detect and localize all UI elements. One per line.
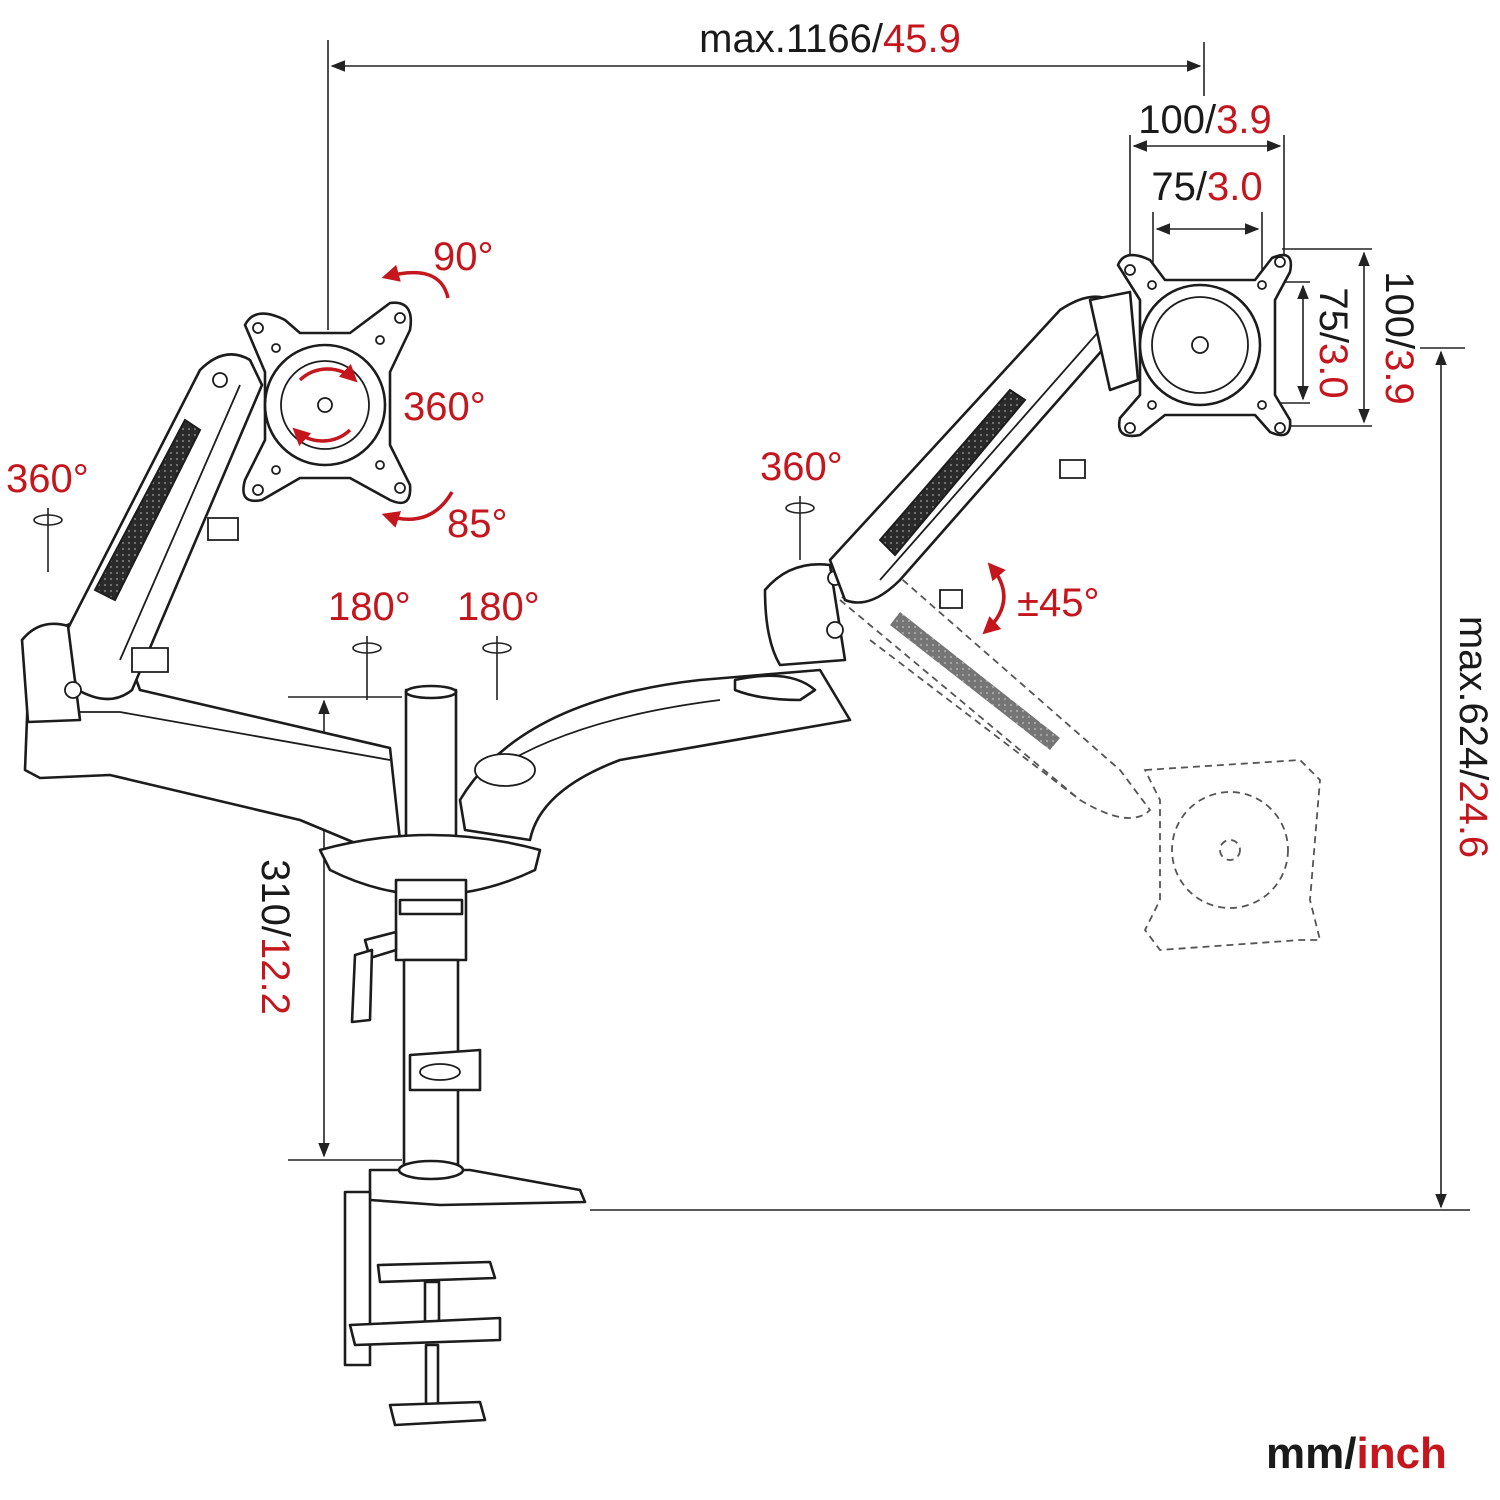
dimension-vesa-vertical: [1264, 248, 1372, 427]
left-swivel-indicator: [33, 508, 63, 572]
units-label: mm/inch: [1266, 1429, 1447, 1478]
arm-swivel-indicators: [352, 636, 512, 700]
vesa-outer-vertical-label: 100/3.9: [1377, 271, 1421, 404]
center-pole: [318, 684, 542, 1172]
height-adjust-arrow: [982, 562, 1006, 635]
vesa-outer-label: 100/3.9: [1138, 98, 1271, 142]
left-arm: [20, 353, 402, 847]
dimension-width: [327, 40, 1205, 330]
vesa-inner-vertical-label: 75/3.0: [1311, 287, 1355, 398]
dimension-vesa-inner: [1152, 212, 1263, 276]
pole-height-label: 310/12.2: [253, 859, 297, 1015]
tilt-down-label: 85°: [447, 502, 508, 546]
height-adjust-label: ±45°: [1017, 581, 1099, 625]
dimension-height: [590, 347, 1470, 1211]
height-label: max.624/24.6: [1451, 616, 1495, 858]
vesa-inner-label: 75/3.0: [1151, 165, 1262, 209]
central-arm: [458, 668, 852, 842]
left-vesa-plate: [242, 301, 413, 505]
right-swivel-indicator: [785, 496, 815, 560]
tilt-down-arrow: [381, 491, 454, 528]
desk-clamp: [343, 1159, 587, 1427]
width-label: max.1166/45.9: [699, 17, 961, 61]
arm-right-label: 180°: [457, 585, 540, 629]
right-arm: [763, 290, 1322, 951]
tilt-up-arrow: [381, 264, 450, 299]
right-vesa-plate: [1116, 253, 1293, 438]
left-swivel-label: 360°: [6, 457, 89, 501]
right-swivel-label: 360°: [760, 445, 843, 489]
rotate-label: 360°: [403, 385, 486, 429]
dimension-vesa-outer: [1129, 135, 1285, 256]
arm-left-label: 180°: [328, 585, 411, 629]
tilt-up-label[interactable]: 90°: [433, 235, 494, 279]
